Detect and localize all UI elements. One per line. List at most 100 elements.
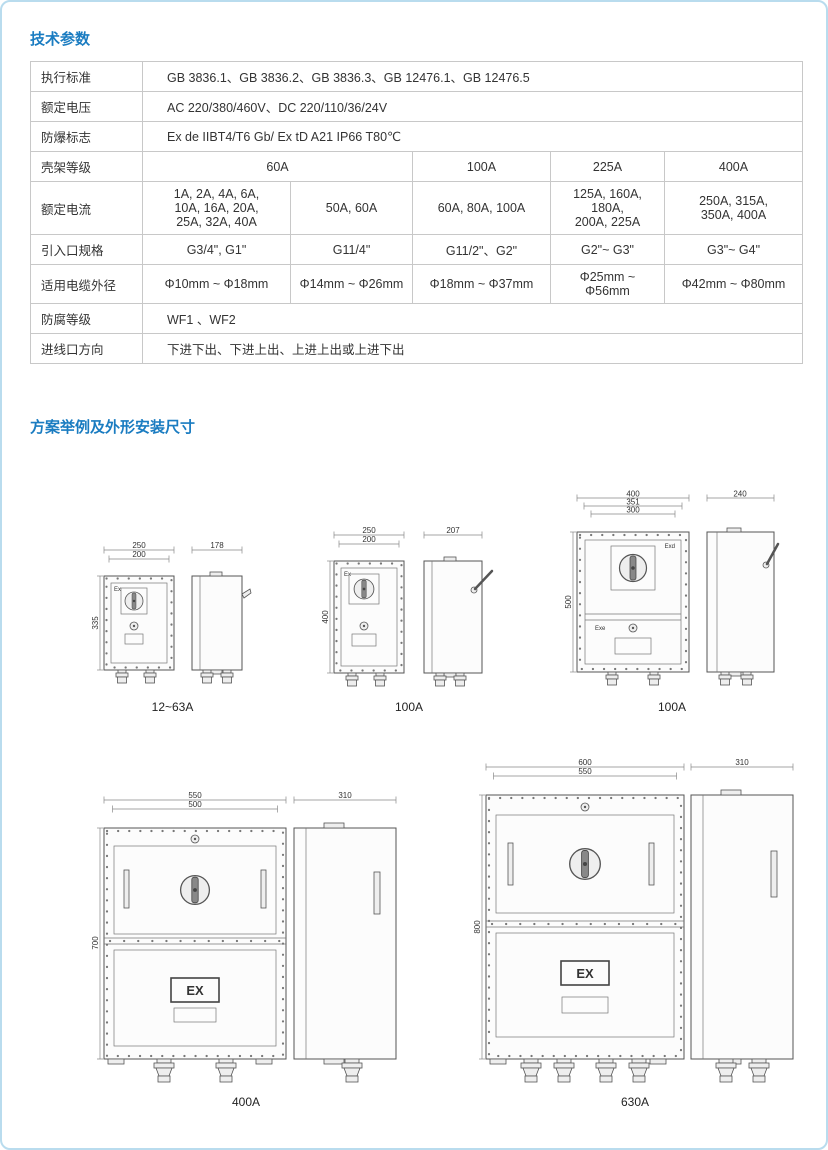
svg-text:300: 300 xyxy=(626,506,640,515)
svg-text:700: 700 xyxy=(91,936,100,950)
cable-gland-icon xyxy=(718,671,732,686)
tech-params-table: 执行标准 GB 3836.1、GB 3836.2、GB 3836.3、GB 12… xyxy=(30,61,804,364)
inlet-col5: G3"~ G4" xyxy=(663,234,804,265)
operator-handle xyxy=(373,871,381,915)
indicator-icon xyxy=(628,623,638,633)
cable-col3: Φ18mm ~ Φ37mm xyxy=(412,264,551,304)
row-frame-rating: 壳架等级 60A 100A 225A 400A xyxy=(30,151,804,182)
inlet-col4: G2"~ G3" xyxy=(550,234,665,265)
drawings-row-2: 550 500 700 310 xyxy=(30,758,798,1109)
side-view xyxy=(191,571,252,684)
svg-text:Ex: Ex xyxy=(114,587,121,593)
frame-225a: 225A xyxy=(550,151,665,182)
dim-front-width: 400 351 300 xyxy=(576,490,690,518)
vent-icon xyxy=(190,834,200,844)
mounting-foot xyxy=(107,1058,125,1065)
operator-handle xyxy=(241,588,252,599)
indicator-icon xyxy=(129,621,139,631)
nameplate xyxy=(614,637,652,655)
cable-gland-icon xyxy=(453,672,467,687)
frame-60a: 60A xyxy=(142,151,413,182)
dim-height: 500 xyxy=(564,531,576,673)
label-inlet-direction: 进线口方向 xyxy=(30,333,143,364)
svg-text:207: 207 xyxy=(446,526,460,535)
mounting-foot xyxy=(489,1058,507,1065)
cable-gland-icon xyxy=(740,671,754,686)
drawing-400a: 550 500 700 310 xyxy=(90,791,402,1109)
row-rated-voltage: 额定电压 AC 220/380/460V、DC 220/110/36/24V xyxy=(30,91,804,122)
drawing-100a-1: 250 200 400 207 Ex xyxy=(320,526,498,714)
value-rated-voltage: AC 220/380/460V、DC 220/110/36/24V xyxy=(141,91,804,122)
rotary-switch-icon xyxy=(124,591,144,611)
rotary-switch-icon xyxy=(568,847,602,881)
svg-text:550: 550 xyxy=(188,791,202,800)
nameplate xyxy=(173,1007,217,1023)
frame-100a: 100A xyxy=(412,151,551,182)
drawing-630a: 600 550 800 310 xyxy=(472,758,798,1109)
cable-gland-icon xyxy=(520,1058,542,1083)
cable-gland-icon xyxy=(143,669,157,684)
cable-col1: Φ10mm ~ Φ18mm xyxy=(142,264,291,304)
label-rated-voltage: 额定电压 xyxy=(30,91,143,122)
drawing-caption: 630A xyxy=(620,1095,650,1109)
row-inlet-spec: 引入口规格 G3/4", G1" G11/4" G11/2"、G2" G2"~ … xyxy=(30,234,804,265)
cable-col2: Φ14mm ~ Φ26mm xyxy=(290,264,413,304)
cable-gland-icon xyxy=(595,1058,617,1083)
tech-params-title: 技术参数 xyxy=(30,31,91,48)
rotary-switch-icon xyxy=(353,578,375,600)
front-view xyxy=(103,827,287,1083)
nameplate xyxy=(351,633,377,647)
current-col2: 50A, 60A xyxy=(290,181,413,235)
value-ex-mark: Ex de IIBT4/T6 Gb/ Ex tD A21 IP66 T80℃ xyxy=(141,121,804,152)
cable-gland-icon xyxy=(345,672,359,687)
svg-text:250: 250 xyxy=(132,541,146,550)
inlet-col3: G11/2"、G2" xyxy=(412,234,551,265)
inlet-col2: G11/4" xyxy=(290,234,413,265)
nameplate xyxy=(124,633,144,645)
cable-gland-icon xyxy=(628,1058,650,1083)
dim-front-width: 250 200 xyxy=(103,541,175,563)
svg-text:335: 335 xyxy=(91,616,100,630)
row-exec-standard: 执行标准 GB 3836.1、GB 3836.2、GB 3836.3、GB 12… xyxy=(30,61,804,92)
svg-text:310: 310 xyxy=(735,758,749,767)
svg-text:500: 500 xyxy=(564,595,573,609)
dim-height: 400 xyxy=(321,560,333,674)
dim-front-width: 600 550 xyxy=(485,758,685,780)
side-view xyxy=(706,527,780,686)
rotary-switch-icon xyxy=(179,874,211,906)
dim-height: 335 xyxy=(91,575,103,671)
operator-handle xyxy=(765,542,780,566)
current-col3: 60A, 80A, 100A xyxy=(412,181,551,235)
dim-height: 800 xyxy=(473,794,485,1060)
drawing-caption: 400A xyxy=(231,1095,261,1109)
drawing-caption: 12~63A xyxy=(151,700,194,714)
label-ex-mark: 防爆标志 xyxy=(30,121,143,152)
cable-gland-icon xyxy=(433,672,447,687)
drawing-630a-svg: 600 550 800 310 xyxy=(473,758,794,1083)
svg-text:500: 500 xyxy=(188,800,202,809)
dim-depth: 207 xyxy=(423,526,483,539)
current-col1: 1A, 2A, 4A, 6A, 10A, 16A, 20A, 25A, 32A,… xyxy=(142,181,291,235)
operator-handle xyxy=(770,850,778,898)
cable-gland-icon xyxy=(341,1058,363,1083)
row-corrosion: 防腐等级 WF1 、WF2 xyxy=(30,303,804,334)
drawing-caption: 100A xyxy=(394,700,424,714)
front-view: Ex xyxy=(103,575,175,684)
side-view xyxy=(690,789,794,1083)
cable-gland-icon xyxy=(553,1058,575,1083)
cable-gland-icon xyxy=(153,1058,175,1083)
drawing-100a-2: 400 351 300 500 240 xyxy=(563,490,781,714)
svg-text:200: 200 xyxy=(132,550,146,559)
frame-400a: 400A xyxy=(663,151,804,182)
nameplate xyxy=(561,996,609,1014)
row-cable-od: 适用电缆外径 Φ10mm ~ Φ18mm Φ14mm ~ Φ26mm Φ18mm… xyxy=(30,264,804,304)
dim-front-width: 250 200 xyxy=(333,526,405,548)
dim-front-width: 550 500 xyxy=(103,791,287,813)
current-col4: 125A, 160A, 180A, 200A, 225A xyxy=(550,181,665,235)
dimensions-title: 方案举例及外形安装尺寸 xyxy=(30,419,196,436)
cable-gland-icon xyxy=(748,1058,770,1083)
label-cable-od: 适用电缆外径 xyxy=(30,264,143,304)
drawing-12-63a: 250 200 335 178 Ex xyxy=(90,541,255,714)
front-view xyxy=(485,794,685,1083)
svg-text:Exd: Exd xyxy=(665,544,675,550)
